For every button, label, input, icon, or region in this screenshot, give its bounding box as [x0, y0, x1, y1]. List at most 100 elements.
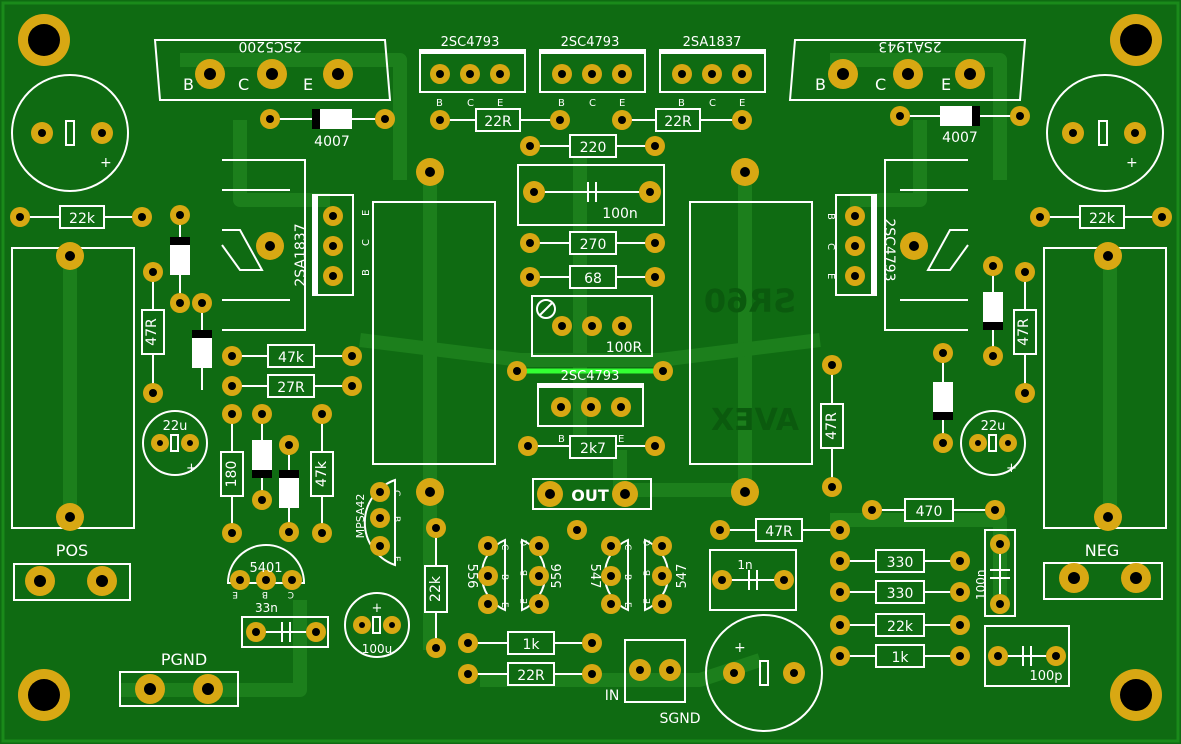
svg-text:B: B [499, 574, 509, 580]
svg-text:E: E [499, 602, 509, 608]
resistor-22k-bottom: 22k [424, 518, 448, 658]
resistor-22r-c: 22R [458, 662, 602, 686]
resistor-27r: 27R [222, 374, 362, 398]
svg-text:556: 556 [550, 564, 565, 589]
svg-text:2SA1837: 2SA1837 [293, 223, 309, 286]
svg-text:E: E [619, 98, 625, 109]
svg-text:B: B [825, 213, 836, 220]
resistor-47k: 47k [222, 344, 362, 368]
svg-text:100n: 100n [974, 569, 988, 600]
svg-text:68: 68 [584, 271, 602, 287]
resistor-1k-b: 1k [830, 644, 970, 668]
svg-text:C: C [875, 75, 886, 94]
svg-text:C: C [391, 490, 401, 496]
svg-text:B: B [678, 98, 685, 109]
svg-text:C: C [499, 544, 509, 550]
svg-text:470: 470 [916, 504, 943, 520]
heatsink-outline-right: SR60 AVEX [689, 158, 813, 506]
transistor-547-b: 547 C B E [643, 536, 690, 614]
svg-text:547: 547 [587, 564, 602, 589]
svg-text:B: B [815, 75, 826, 94]
output-connector: OUT [532, 478, 652, 510]
diode-left-vertical-a [170, 205, 190, 313]
svg-text:330: 330 [887, 555, 914, 571]
resistor-220: 220 [520, 134, 665, 158]
svg-text:OUT: OUT [571, 486, 609, 505]
svg-text:E: E [361, 210, 372, 216]
svg-text:100R: 100R [606, 340, 643, 356]
svg-text:1n: 1n [737, 558, 752, 572]
svg-text:1k: 1k [522, 637, 540, 653]
svg-text:E: E [618, 434, 624, 445]
svg-text:2SA1837: 2SA1837 [683, 35, 742, 50]
connector-pgnd: PGND [119, 650, 239, 707]
svg-text:B: B [643, 570, 653, 576]
svg-text:C: C [467, 98, 474, 109]
svg-text:22k: 22k [428, 575, 444, 602]
svg-text:+: + [1006, 461, 1017, 476]
svg-text:22k: 22k [1089, 211, 1116, 227]
cap-100n-vertical: 100n [974, 529, 1016, 617]
cap-big-top-left: + [11, 74, 129, 192]
svg-text:E: E [825, 273, 836, 279]
svg-text:180: 180 [224, 461, 240, 488]
cap-1n: 1n [709, 549, 797, 611]
svg-text:E: E [643, 598, 653, 604]
svg-text:270: 270 [580, 237, 607, 253]
svg-text:47k: 47k [278, 350, 305, 366]
svg-text:+: + [372, 601, 383, 616]
cap-100p: 100p [984, 625, 1070, 687]
transistor-547-a: 547 C B E [587, 536, 632, 614]
diode-4007-left: 4007 [260, 109, 395, 150]
svg-text:220: 220 [580, 140, 607, 156]
diode-4007-right: 4007 [890, 106, 1030, 146]
mounting-holes [18, 14, 1162, 721]
transistor-2sc5200: 2SC5200 B C E [153, 38, 392, 101]
transistor-center: 2SC4793 B C E [507, 361, 673, 445]
resistor-2k7: 2k7 [518, 435, 665, 459]
svg-text:27R: 27R [277, 380, 305, 396]
resistor-180: 180 [220, 404, 244, 543]
diode-right-vertical-a [983, 256, 1003, 366]
resistor-47k-vertical: 47k [310, 404, 334, 543]
transistor-left-vertical: 2SA1837 E C B [221, 159, 372, 331]
cap-block-left [11, 242, 135, 531]
svg-text:POS: POS [56, 541, 88, 560]
svg-text:47k: 47k [314, 460, 330, 487]
svg-text:+: + [100, 155, 112, 171]
svg-text:E: E [520, 598, 530, 604]
svg-text:E: E [739, 98, 745, 109]
cap-100u: + 100u [344, 592, 410, 658]
resistor-1k-a: 1k [458, 631, 602, 655]
diode-right-vertical-b [933, 343, 953, 453]
svg-text:556: 556 [464, 564, 479, 589]
svg-text:47R: 47R [1016, 318, 1032, 346]
svg-text:22k: 22k [887, 619, 914, 635]
transistor-right-vertical: 2SC4793 B C E [825, 159, 969, 331]
svg-text:SGND: SGND [660, 711, 701, 727]
svg-text:B: B [262, 589, 268, 599]
svg-text:22k: 22k [69, 211, 96, 227]
svg-text:E: E [391, 556, 401, 562]
svg-text:1k: 1k [891, 650, 909, 666]
svg-text:22u: 22u [981, 419, 1006, 434]
cap-33n: 33n [241, 601, 329, 648]
resistor-330-a: 330 [830, 549, 970, 573]
transistor-556-a: 556 C B E [464, 536, 509, 614]
transistor-top-mid-1: 2SC4793 B C E [419, 35, 526, 109]
svg-text:33n: 33n [255, 601, 278, 615]
connector-pos: POS [13, 541, 131, 601]
transistor-top-mid-3: 2SA1837 B C E [659, 35, 766, 109]
svg-text:E: E [497, 98, 503, 109]
resistor-68: 68 [520, 265, 665, 289]
svg-text:22R: 22R [484, 114, 512, 130]
diode-group-center [252, 404, 299, 542]
cap-big-bottom: + [705, 614, 823, 732]
svg-text:C: C [643, 540, 653, 546]
input-connector: IN SGND [605, 639, 701, 727]
svg-text:330: 330 [887, 586, 914, 602]
transistor-top-mid-2: 2SC4793 B C E [539, 35, 646, 109]
svg-text:22u: 22u [163, 419, 188, 434]
